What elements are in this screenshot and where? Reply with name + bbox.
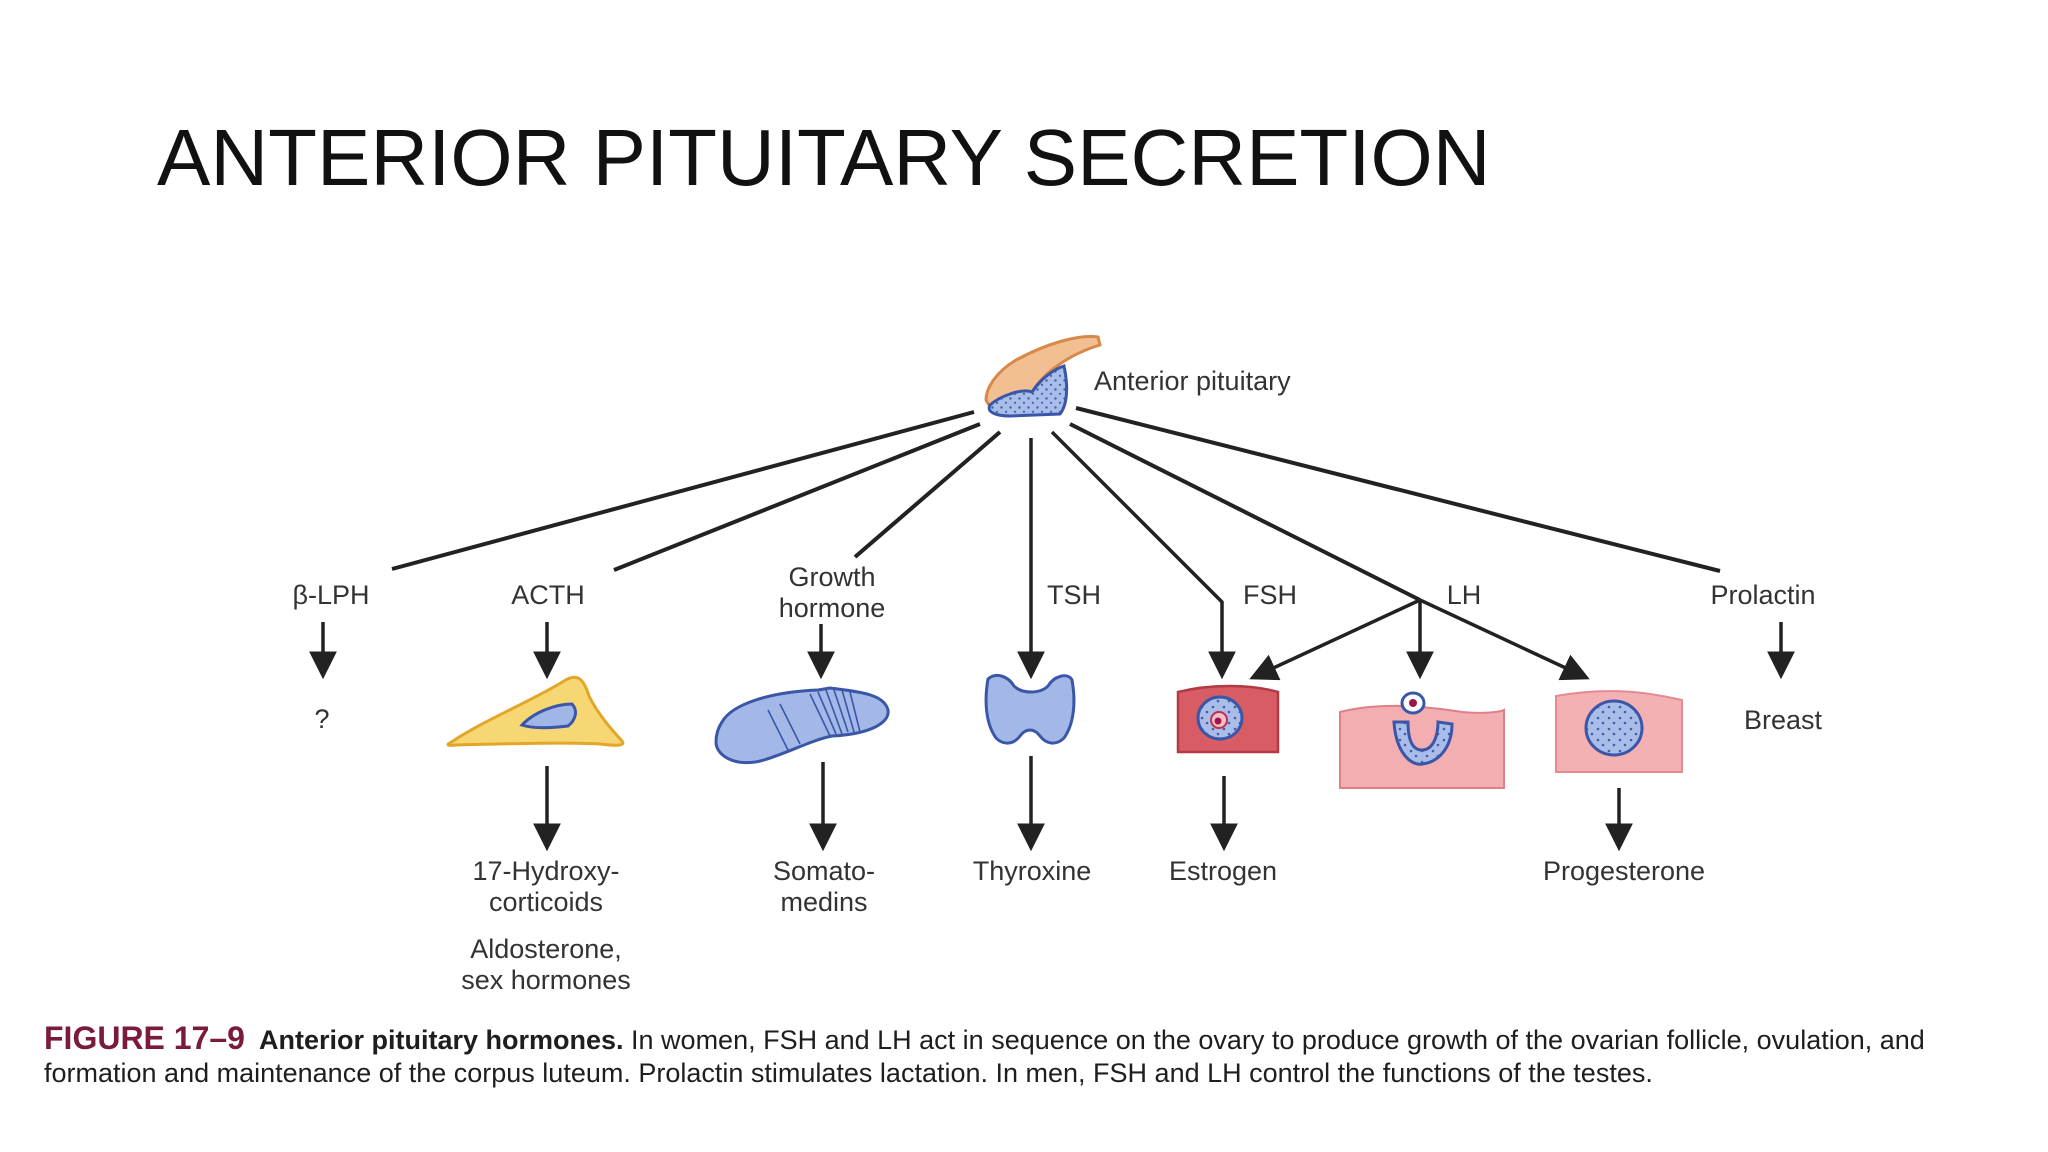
product-fsh: Estrogen: [1169, 856, 1277, 886]
product-tsh: Thyroxine: [973, 856, 1092, 886]
edge-acth: [613, 422, 981, 572]
edge-b-lph: [391, 410, 975, 571]
figure-number: FIGURE 17–9: [44, 1020, 245, 1056]
liver-icon: [714, 686, 890, 765]
slide-title: ANTERIOR PITUITARY SECRETION: [157, 113, 1491, 202]
ovarian-follicle-icon: [1176, 684, 1280, 754]
corpus-luteum-icon: [1555, 690, 1683, 773]
source-label: Anterior pituitary: [1094, 366, 1291, 396]
ovulation-icon: [1339, 691, 1505, 789]
adrenal-cell-icon: [446, 675, 625, 747]
figure-caption-text: In women, FSH and LH act in sequence on …: [44, 1025, 1925, 1088]
product-acth-line3: Aldosterone,: [470, 934, 622, 964]
arrow-lh-corpus-luteum: [1419, 598, 1590, 681]
target-label-b-lph: ?: [314, 704, 329, 734]
product-gh-line1: Somato-: [773, 856, 875, 886]
pituitary-gland-icon: [984, 334, 1102, 418]
hormone-label-b-lph: β-LPH: [292, 580, 369, 610]
figure-caption-title: Anterior pituitary hormones.: [258, 1025, 624, 1055]
thyroid-icon: [984, 674, 1076, 745]
edge-lh: [1069, 422, 1421, 602]
hormone-label-prolactin: Prolactin: [1710, 580, 1815, 610]
connector-lines: [391, 406, 1721, 681]
hormone-label-fsh: FSH: [1243, 580, 1297, 610]
arrow-lh-follicle: [1249, 598, 1421, 681]
product-acth-line1: 17-Hydroxy-: [472, 856, 619, 886]
edge-prolactin: [1075, 406, 1721, 573]
hormone-label-lh: LH: [1447, 580, 1482, 610]
product-acth-line2: corticoids: [489, 887, 603, 917]
arrow-fsh: [1050, 430, 1236, 680]
edge-growth-hormone: [853, 430, 1002, 559]
product-gh-line2: medins: [780, 887, 867, 917]
product-lh: Progesterone: [1543, 856, 1705, 886]
hormone-label-tsh: TSH: [1047, 580, 1101, 610]
product-acth-line4: sex hormones: [461, 965, 631, 995]
target-label-breast: Breast: [1744, 705, 1823, 735]
hormone-label-acth: ACTH: [511, 580, 585, 610]
hormone-label-growth-line2: hormone: [779, 593, 886, 623]
hormone-label-growth-line1: Growth: [788, 562, 875, 592]
